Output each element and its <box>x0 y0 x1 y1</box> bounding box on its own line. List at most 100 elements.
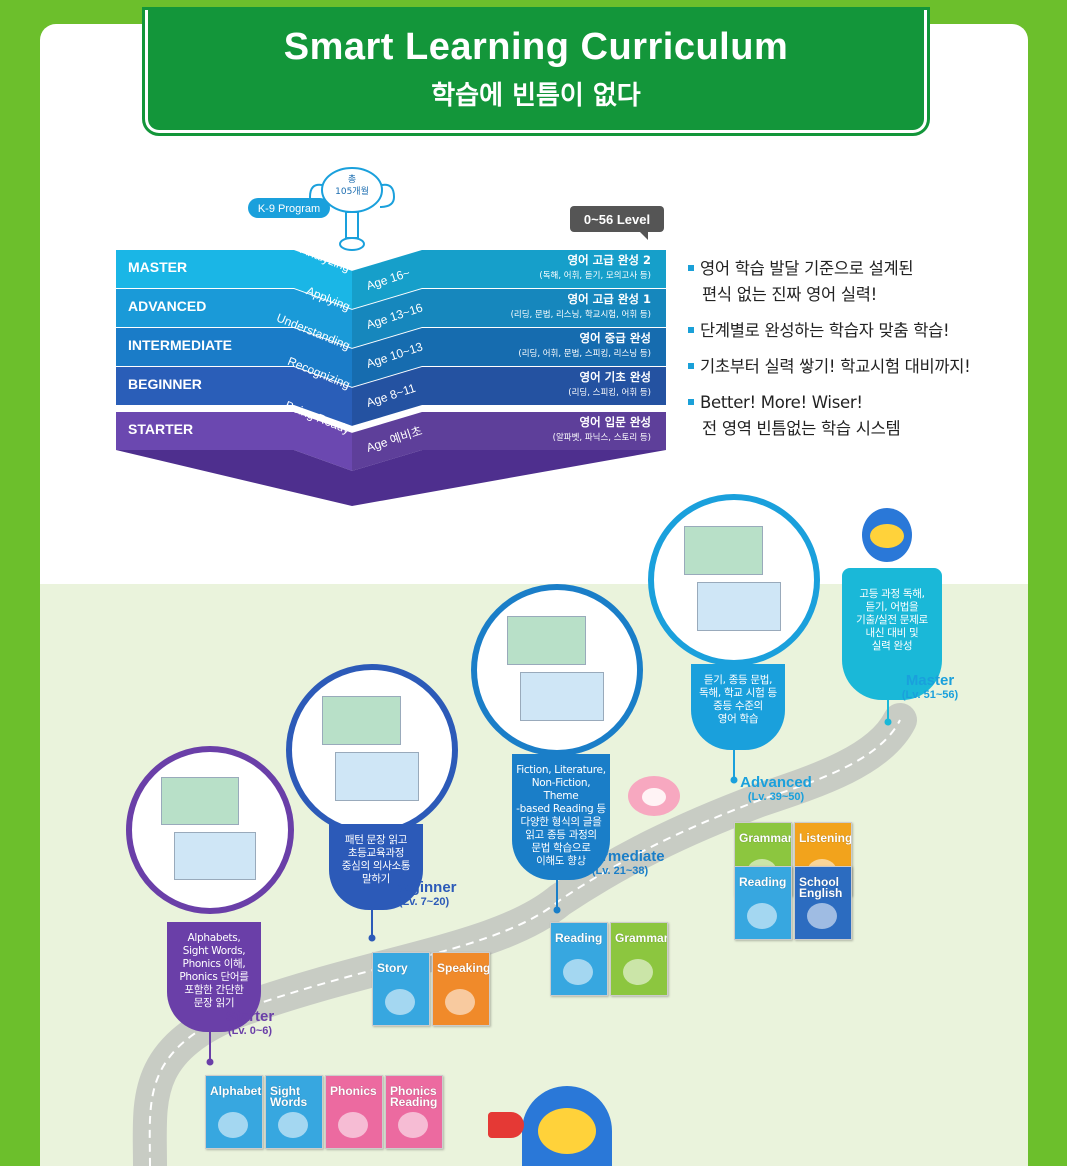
screenshot-thumbnail <box>697 581 781 631</box>
stage-description-line: Non-Fiction, Theme <box>531 777 591 802</box>
banner-title: Smart Learning Curriculum <box>283 26 789 68</box>
book-title: Phonics Reading <box>390 1084 438 1109</box>
stage-description-line: Alphabets, <box>187 932 241 944</box>
stage-description: Alphabets,Sight Words,Phonics 이해,Phonics… <box>167 922 261 1032</box>
stage-name: Master <box>905 672 955 689</box>
stage-description-line: 초등교육과정 <box>347 847 405 859</box>
stage-description-line: 말하기 <box>361 873 391 885</box>
pyramid-tier <box>116 367 666 426</box>
tier-level-label: INTERMEDIATE <box>128 337 232 353</box>
level-badge <box>570 206 664 232</box>
mascot-bear-icon <box>862 508 912 562</box>
megaphone-icon <box>488 1112 524 1138</box>
program-label: K-9 Program <box>258 203 320 215</box>
screenshot-thumbnail <box>520 671 604 721</box>
tier-detail: (리딩, 스피킹, 어휘 등) <box>568 387 651 398</box>
stage-label: Advanced(Lv. 39~50) <box>726 774 826 803</box>
pyramid-tier-shade <box>352 250 666 309</box>
stage-description-line: 듣기, 어법을 <box>865 601 919 613</box>
practice-book: Grammar <box>610 922 668 996</box>
stage-description-line: 이해도 향상 <box>536 855 586 867</box>
stage-description-line: 내신 대비 및 <box>865 627 919 639</box>
stage-name: Advanced <box>740 774 812 791</box>
feature-item: Better! More! Wiser!전 영역 빈틈없는 학습 시스템 <box>688 390 971 442</box>
book-character-icon <box>278 1112 308 1138</box>
stage-range: (Lv. 39~50) <box>747 791 805 803</box>
tier-detail: (리딩, 문법, 리스닝, 학교시험, 어휘 등) <box>511 309 651 320</box>
stage-description-line: 문법 학습으로 <box>531 842 591 854</box>
stage-description-line: 영어 학습 <box>717 713 759 725</box>
book-character-icon <box>385 989 415 1015</box>
tier-level-label: STARTER <box>128 421 193 437</box>
book-title: Grammar <box>739 831 792 845</box>
level-badge-text: 0~56 Level <box>584 212 650 227</box>
feature-item: 단계별로 완성하는 학습자 맞춤 학습! <box>688 318 971 344</box>
feature-item: 기초부터 실력 쌓기! 학교시험 대비까지! <box>688 354 971 380</box>
stage-description-line: 고등 과정 독해, <box>859 588 925 600</box>
stage-description-line: 패턴 문장 읽고 <box>344 834 408 846</box>
stage-range: (Lv. 7~20) <box>398 896 450 908</box>
practice-book: Phonics <box>325 1075 383 1149</box>
trophy-icon <box>308 167 396 251</box>
stage-description-line: 기출/실전 문제로 <box>856 614 928 626</box>
tier-detail: (리딩, 어휘, 문법, 스피킹, 리스닝 등) <box>518 348 651 359</box>
tier-title: 영어 기초 완성 <box>580 370 652 384</box>
stage-bubble <box>648 494 820 666</box>
book-character-icon <box>747 903 777 929</box>
book-character-icon <box>445 989 475 1015</box>
stage-label: Starter(Lv. 0~6) <box>200 1008 300 1037</box>
banner-subtitle: 학습에 빈틈이 없다 <box>431 81 641 111</box>
stage-name: Starter <box>225 1008 275 1025</box>
book-title: Listening <box>799 831 852 845</box>
tier-title: 영어 고급 완성 2 <box>568 253 652 267</box>
screenshot-thumbnail <box>335 751 419 801</box>
stage-label: Intermediate(Lv. 21~38) <box>570 848 670 877</box>
book-title: Sight Words <box>270 1084 308 1109</box>
screenshot-thumbnail <box>174 831 256 880</box>
book-character-icon <box>563 959 593 985</box>
mascot-megaphone-bear-icon <box>522 1086 612 1166</box>
pyramid-tier <box>116 250 666 309</box>
stage-description-line: 실력 완성 <box>871 640 913 652</box>
program-pill <box>248 198 330 218</box>
practice-book: Sight Words <box>265 1075 323 1149</box>
stage-description-line: 포함한 간단한 <box>184 984 244 996</box>
screenshot-thumbnail <box>161 777 239 826</box>
book-character-icon <box>807 903 837 929</box>
stage-label: Beginner(Lv. 7~20) <box>374 879 474 908</box>
screenshot-thumbnail <box>684 525 764 576</box>
stage-description-line: 독해, 학교 시험 등 <box>699 687 777 699</box>
stage-description-line: Fiction, Literature, <box>516 764 606 776</box>
cup-bottom-text: 105개월 <box>335 185 369 197</box>
tier-level-label: MASTER <box>128 259 187 275</box>
mascot-koala-icon <box>628 776 680 816</box>
book-character-icon <box>338 1112 368 1138</box>
tier-title: 영어 중급 완성 <box>580 331 652 345</box>
pyramid-tier-shade <box>352 412 666 471</box>
tier-level-label: BEGINNER <box>128 376 202 392</box>
book-title: Reading <box>739 875 787 889</box>
stage-description-line: Sight Words, <box>182 945 246 957</box>
book-title: Speaking <box>437 961 490 975</box>
stage-bubble <box>471 584 643 756</box>
practice-book: Reading <box>734 866 792 940</box>
book-title: Alphabets <box>210 1084 263 1098</box>
practice-book: Speaking <box>432 952 490 1026</box>
pyramid-tier-shade <box>352 289 666 348</box>
book-character-icon <box>623 959 653 985</box>
pyramid-tier <box>116 328 666 387</box>
pyramid-tier-shade <box>352 328 666 387</box>
practice-book: Alphabets <box>205 1075 263 1149</box>
stage-range: (Lv. 51~56) <box>901 689 959 701</box>
book-title: Phonics <box>330 1084 377 1098</box>
stage-description-line: Phonics 이해, <box>182 958 246 970</box>
stage-description-line: 중등 수준의 <box>713 700 763 712</box>
book-title: Grammar <box>615 931 668 945</box>
practice-book: Story <box>372 952 430 1026</box>
screenshot-thumbnail <box>322 695 402 746</box>
stage-range: (Lv. 21~38) <box>591 865 649 877</box>
